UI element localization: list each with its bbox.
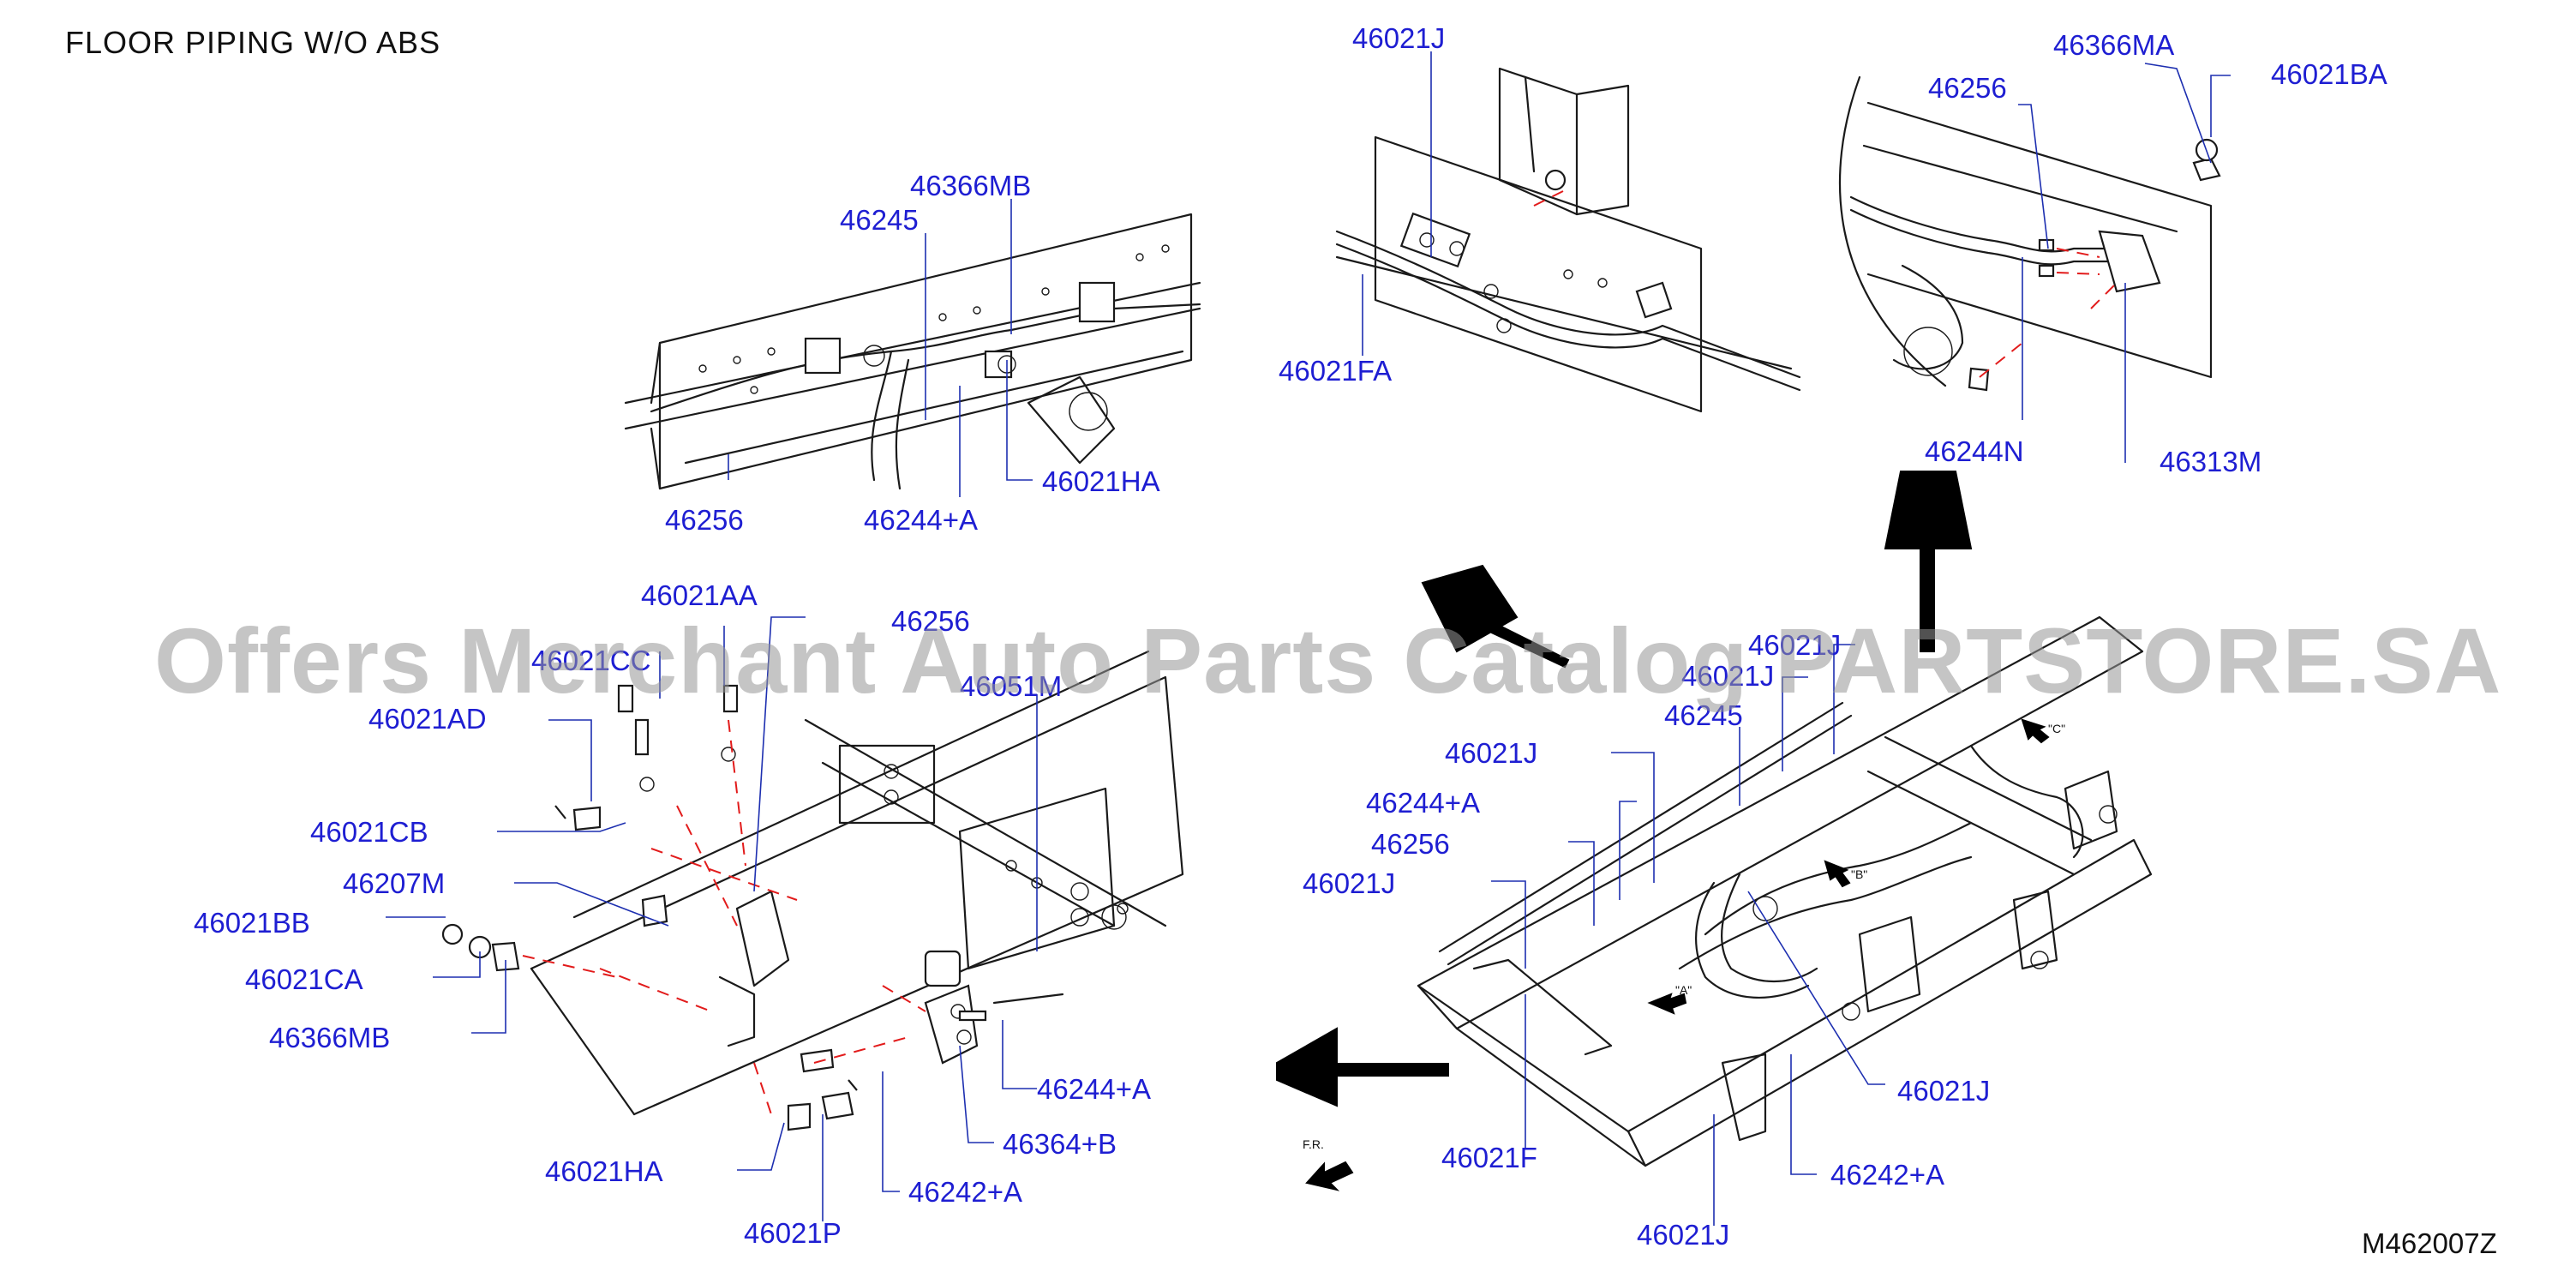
label-46364B[interactable]: 46364+B [1003,1128,1117,1160]
big-arrows [1276,471,1973,1107]
label-46256-bottomleft[interactable]: 46256 [891,605,970,637]
detail-top-center [624,213,1201,490]
watermark: Offers Merchant Auto Parts Catalog PARTS… [154,609,2501,712]
label-46021AA[interactable]: 46021AA [641,579,758,611]
label-46256-top[interactable]: 46256 [665,504,744,536]
label-46244A-bottomleft[interactable]: 46244+A [1037,1073,1151,1105]
view-marker-c: "C" [2048,722,2065,735]
label-46242A-bottomright[interactable]: 46242+A [1830,1159,1944,1191]
label-46051M[interactable]: 46051M [960,670,1062,702]
front-marker-label: F.R. [1303,1137,1324,1151]
label-46021BB[interactable]: 46021BB [194,907,310,939]
label-46021J-br-top[interactable]: 46021J [1748,629,1841,661]
label-46021F[interactable]: 46021F [1441,1142,1537,1173]
detail-top-right [1838,75,2221,392]
label-46021P[interactable]: 46021P [744,1217,842,1249]
label-46021J-br-c[interactable]: 46021J [1303,867,1395,899]
label-46021CB[interactable]: 46021CB [310,816,428,848]
detail-bottom-left [441,650,1184,1131]
view-marker-b: "B" [1851,867,1867,881]
label-46021CC[interactable]: 46021CC [531,645,650,676]
label-46021AD[interactable]: 46021AD [368,703,487,735]
diagram-title: FLOOR PIPING W/O ABS [65,25,440,60]
label-46366MA[interactable]: 46366MA [2053,29,2174,61]
label-46207M[interactable]: 46207M [343,867,445,899]
label-46366MB-bottomleft[interactable]: 46366MB [269,1022,390,1053]
label-46021HA-bottomleft[interactable]: 46021HA [545,1155,663,1187]
arrow-left-icon [1276,1027,1338,1107]
label-46021J-br-e[interactable]: 46021J [1637,1219,1729,1251]
label-46242A-bottomleft[interactable]: 46242+A [908,1176,1022,1208]
label-46256-topright[interactable]: 46256 [1928,72,2007,104]
detail-top-middle [1335,67,1801,413]
label-46021FA[interactable]: 46021FA [1279,355,1392,387]
label-46313M[interactable]: 46313M [2160,446,2261,477]
label-46021CA[interactable]: 46021CA [245,963,363,995]
label-46244A-top[interactable]: 46244+A [864,504,978,536]
label-46021J-topmid[interactable]: 46021J [1352,22,1445,54]
label-46021HA-top[interactable]: 46021HA [1042,465,1160,497]
diagram-code: M462007Z [2362,1227,2497,1259]
label-46366MB-top[interactable]: 46366MB [910,170,1031,201]
front-arrow-icon [1305,1161,1354,1191]
arrow-up-icon [1884,471,1973,549]
part-labels: 46366MB 46245 46256 46244+A 46021HA 4602… [194,22,2387,1251]
detail-bottom-right: "A" "B" "C" F.R. [1303,615,2153,1191]
label-46244N[interactable]: 46244N [1925,435,2024,467]
label-46245-bottomright[interactable]: 46245 [1664,699,1743,731]
view-marker-a: "A" [1675,983,1692,997]
label-46244A-bottomright[interactable]: 46244+A [1366,787,1480,819]
label-46021J-br-b[interactable]: 46021J [1445,737,1537,769]
label-46021J-br-a[interactable]: 46021J [1681,660,1774,692]
leader-lines [386,51,2231,1226]
label-46256-bottomright[interactable]: 46256 [1371,828,1450,860]
label-46021BA[interactable]: 46021BA [2271,58,2387,90]
label-46245-top[interactable]: 46245 [840,204,919,236]
label-46021J-br-d[interactable]: 46021J [1897,1075,1990,1107]
